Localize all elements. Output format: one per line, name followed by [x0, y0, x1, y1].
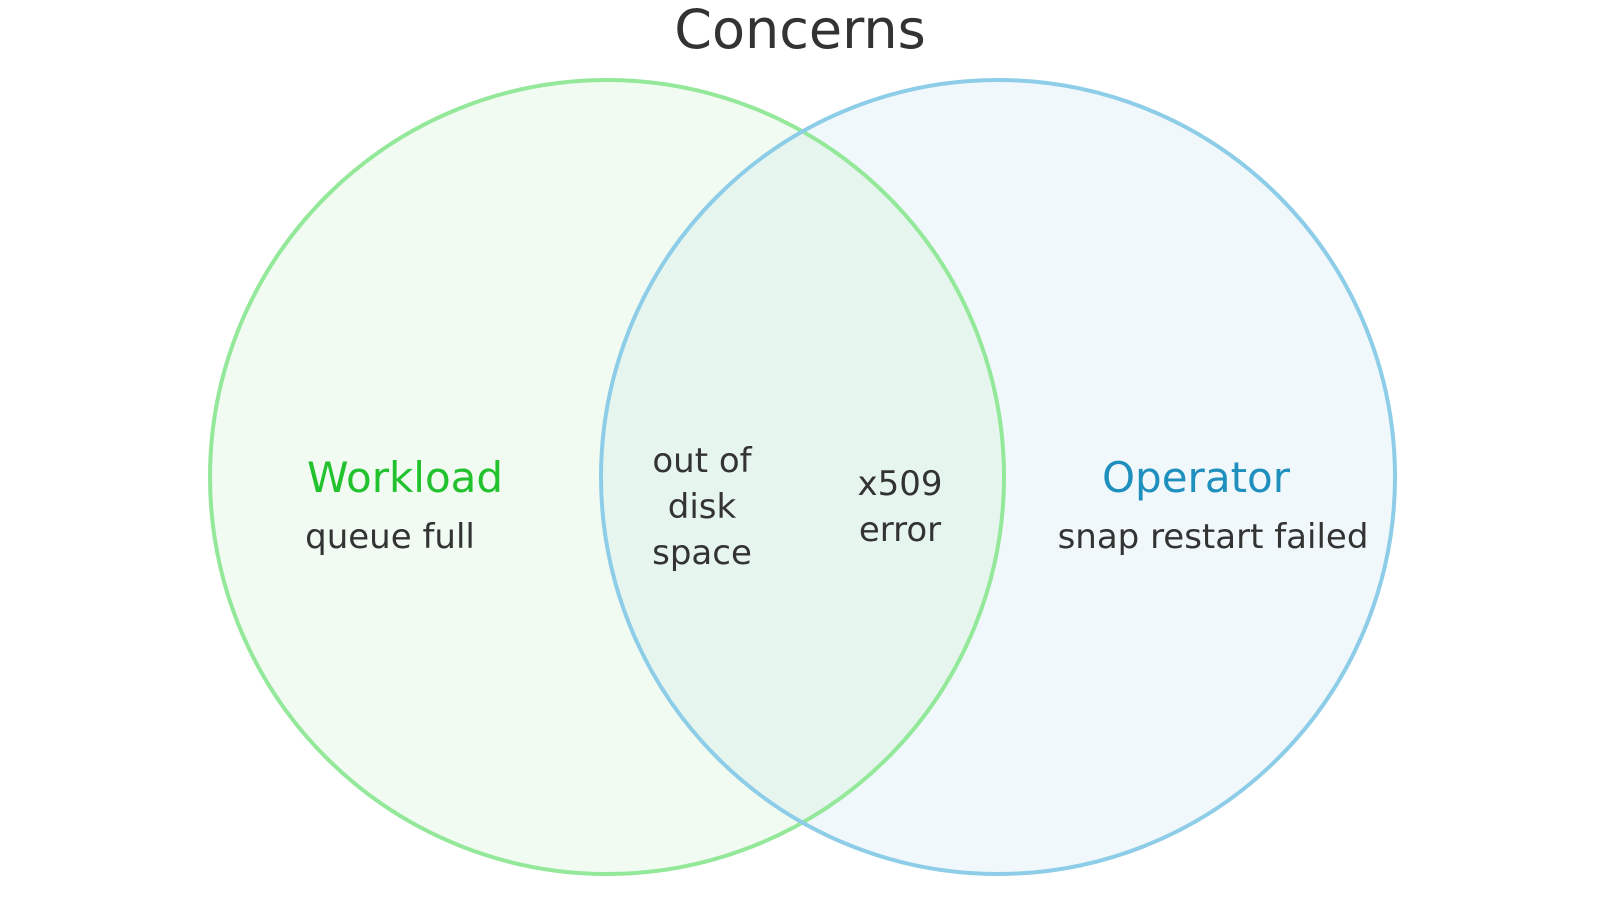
operator-set-label: Operator: [1102, 453, 1291, 502]
overlap-item-line: x509: [857, 464, 942, 504]
workload-set-label: Workload: [307, 453, 503, 502]
overlap-region: [601, 80, 1004, 874]
workload-item: queue full: [305, 517, 475, 557]
overlap-item-line: disk: [668, 487, 737, 527]
diagram-title: Concerns: [674, 0, 926, 61]
operator-item: snap restart failed: [1058, 517, 1369, 557]
overlap-item-line: space: [652, 533, 752, 573]
overlap-item-line: error: [859, 510, 941, 550]
operator-circle-outline: [599, 78, 1397, 876]
workload-circle-outline: [208, 78, 1006, 876]
overlap-item-line: out of: [652, 441, 752, 481]
